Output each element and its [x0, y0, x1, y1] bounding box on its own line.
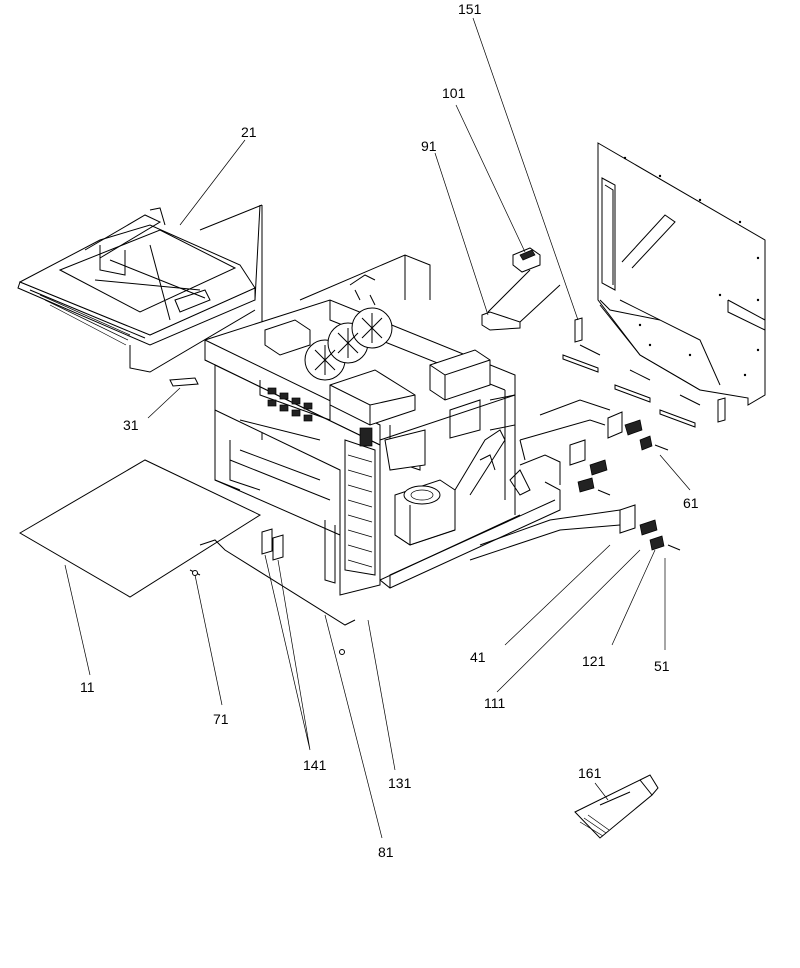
label-61: 61: [683, 495, 699, 511]
label-161: 161: [578, 765, 602, 781]
glass-tray-part: [19, 459, 356, 655]
rear-panel-dots: [623, 156, 760, 377]
rear-panel: [562, 142, 766, 428]
label-141: 141: [303, 757, 327, 773]
cabinet-chassis: [204, 254, 561, 596]
label-121: 121: [582, 653, 606, 669]
label-81: 81: [378, 844, 394, 860]
label-41: 41: [470, 649, 486, 665]
leader-lines: [64, 17, 691, 839]
label-11: 11: [80, 679, 95, 695]
part-labels: 151 101 91 21 31 61 41 121 51 111 11 71 …: [80, 1, 699, 860]
label-131: 131: [388, 775, 412, 791]
label-111: 111: [484, 695, 505, 711]
label-51: 51: [654, 658, 670, 674]
fan-blades: [304, 307, 393, 381]
label-91: 91: [421, 138, 437, 154]
label-31: 31: [123, 417, 139, 433]
bracket-part: [481, 247, 561, 331]
label-71: 71: [213, 711, 229, 727]
filter-pads: [261, 528, 284, 561]
grease-tube-part: [574, 774, 659, 839]
label-151: 151: [458, 1, 482, 17]
small-clip-part: [169, 377, 199, 387]
label-21: 21: [241, 124, 257, 140]
switch-assembly: [469, 399, 681, 561]
label-101: 101: [442, 85, 466, 101]
